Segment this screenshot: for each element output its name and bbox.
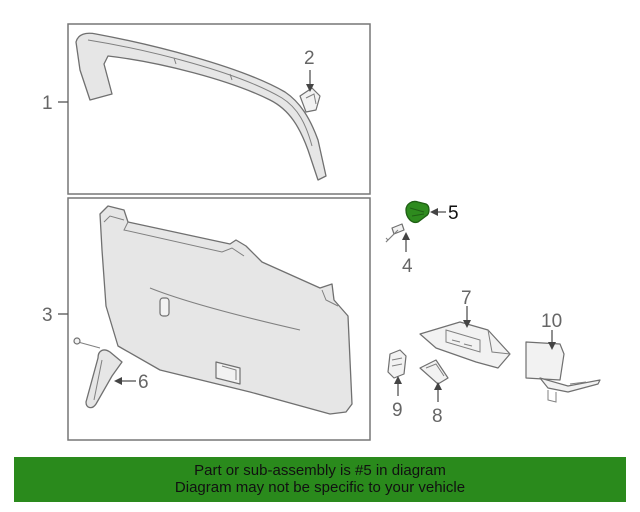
- callout-2: 2: [304, 48, 315, 69]
- part-7-bracket[interactable]: [419, 321, 511, 369]
- part-4-screw[interactable]: [385, 223, 405, 243]
- part-1-upper-trim-panel[interactable]: [75, 32, 327, 181]
- callout-8: 8: [432, 406, 443, 427]
- callout-7: 7: [461, 288, 472, 309]
- parts-diagram: 1 2 3 4 5 6 7 8 9 10: [42, 23, 601, 441]
- part-6-pull-handle[interactable]: [73, 337, 123, 409]
- callout-6: 6: [138, 372, 149, 393]
- callout-4: 4: [402, 256, 413, 277]
- banner-line-2: Diagram may not be specific to your vehi…: [174, 479, 466, 496]
- info-banner: Part or sub-assembly is #5 in diagram Di…: [14, 457, 626, 502]
- callout-1: 1: [42, 93, 53, 114]
- part-8-clip[interactable]: [419, 359, 449, 385]
- part-5-retainer-clip[interactable]: [405, 200, 430, 224]
- part-9-push-pin[interactable]: [387, 349, 407, 379]
- callout-5: 5: [448, 203, 459, 224]
- callout-3: 3: [42, 305, 53, 326]
- leader-lines: [58, 70, 556, 402]
- part-10-cover[interactable]: [525, 341, 601, 403]
- part-3-liftgate-trim-panel[interactable]: [99, 205, 353, 415]
- callout-10: 10: [541, 311, 562, 332]
- callout-9: 9: [392, 400, 403, 421]
- banner-line-1: Part or sub-assembly is #5 in diagram: [194, 462, 446, 479]
